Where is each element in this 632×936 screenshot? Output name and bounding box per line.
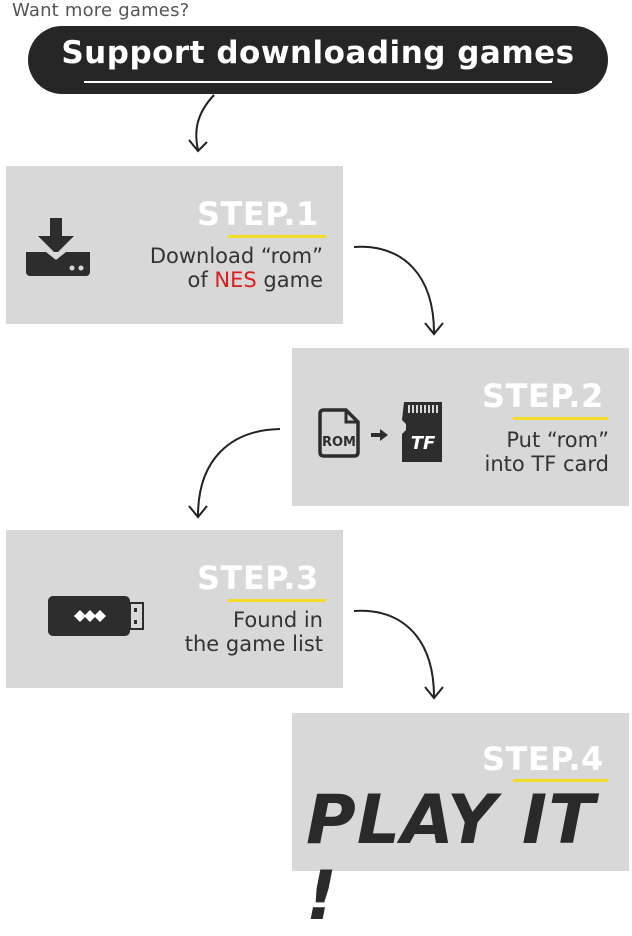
banner-title: Support downloading games: [61, 35, 575, 71]
intro-text: Want more games?: [12, 0, 190, 21]
step-2-line-1: Put “rom”: [506, 428, 609, 452]
tf-card-icon: TF: [402, 402, 442, 462]
step-1-line-2: of NES game: [150, 268, 324, 292]
flow-arrow-2: [353, 245, 444, 336]
play-it-heading: PLAY IT !: [306, 781, 596, 936]
banner: Support downloading games: [28, 26, 608, 94]
step-3-line-2: the game list: [184, 632, 323, 656]
arrow-right-icon: [371, 429, 388, 441]
step-3-label: STEP.3: [197, 559, 319, 597]
flow-arrow-3: [188, 428, 281, 519]
step-2-underline: [513, 417, 608, 420]
step-2-line-2: into TF card: [484, 452, 610, 476]
step-1-label: STEP.1: [197, 195, 319, 233]
rom-file-label: ROM: [322, 435, 356, 450]
step-1-line-1: Download “rom”: [149, 244, 323, 268]
step-3-description: Found in the game list: [185, 608, 323, 656]
game-stick-icon: [48, 596, 144, 636]
step-3-underline: [228, 599, 326, 602]
step-4-underline: [513, 779, 608, 782]
nes-highlight: NES: [214, 268, 257, 292]
flow-arrow-1: [188, 94, 215, 153]
step-1-description: Download “rom” of NES game: [150, 244, 323, 292]
rom-file-icon: ROM: [318, 408, 360, 458]
step-1-underline: [228, 235, 326, 238]
download-icon: [26, 218, 90, 276]
step-3-line-1: Found in: [233, 608, 323, 632]
step-4-label: STEP.4: [482, 740, 604, 778]
step-1-card: STEP.1 Download “rom” of NES game: [6, 166, 343, 324]
step-2-label: STEP.2: [482, 377, 604, 415]
flow-arrow-4: [353, 609, 444, 700]
step-3-card: STEP.3 Found in the game list: [6, 530, 343, 688]
step-4-card: STEP.4 PLAY IT !: [292, 713, 629, 935]
banner-underline: [84, 81, 552, 83]
step-1-line-2-pre: of: [187, 268, 215, 292]
step-1-line-2-post: game: [256, 268, 323, 292]
tf-card-label: TF: [411, 433, 436, 454]
step-2-description: Put “rom” into TF card: [485, 428, 610, 476]
step-2-card: STEP.2 ROM TF Put “rom” into TF card: [292, 348, 629, 506]
